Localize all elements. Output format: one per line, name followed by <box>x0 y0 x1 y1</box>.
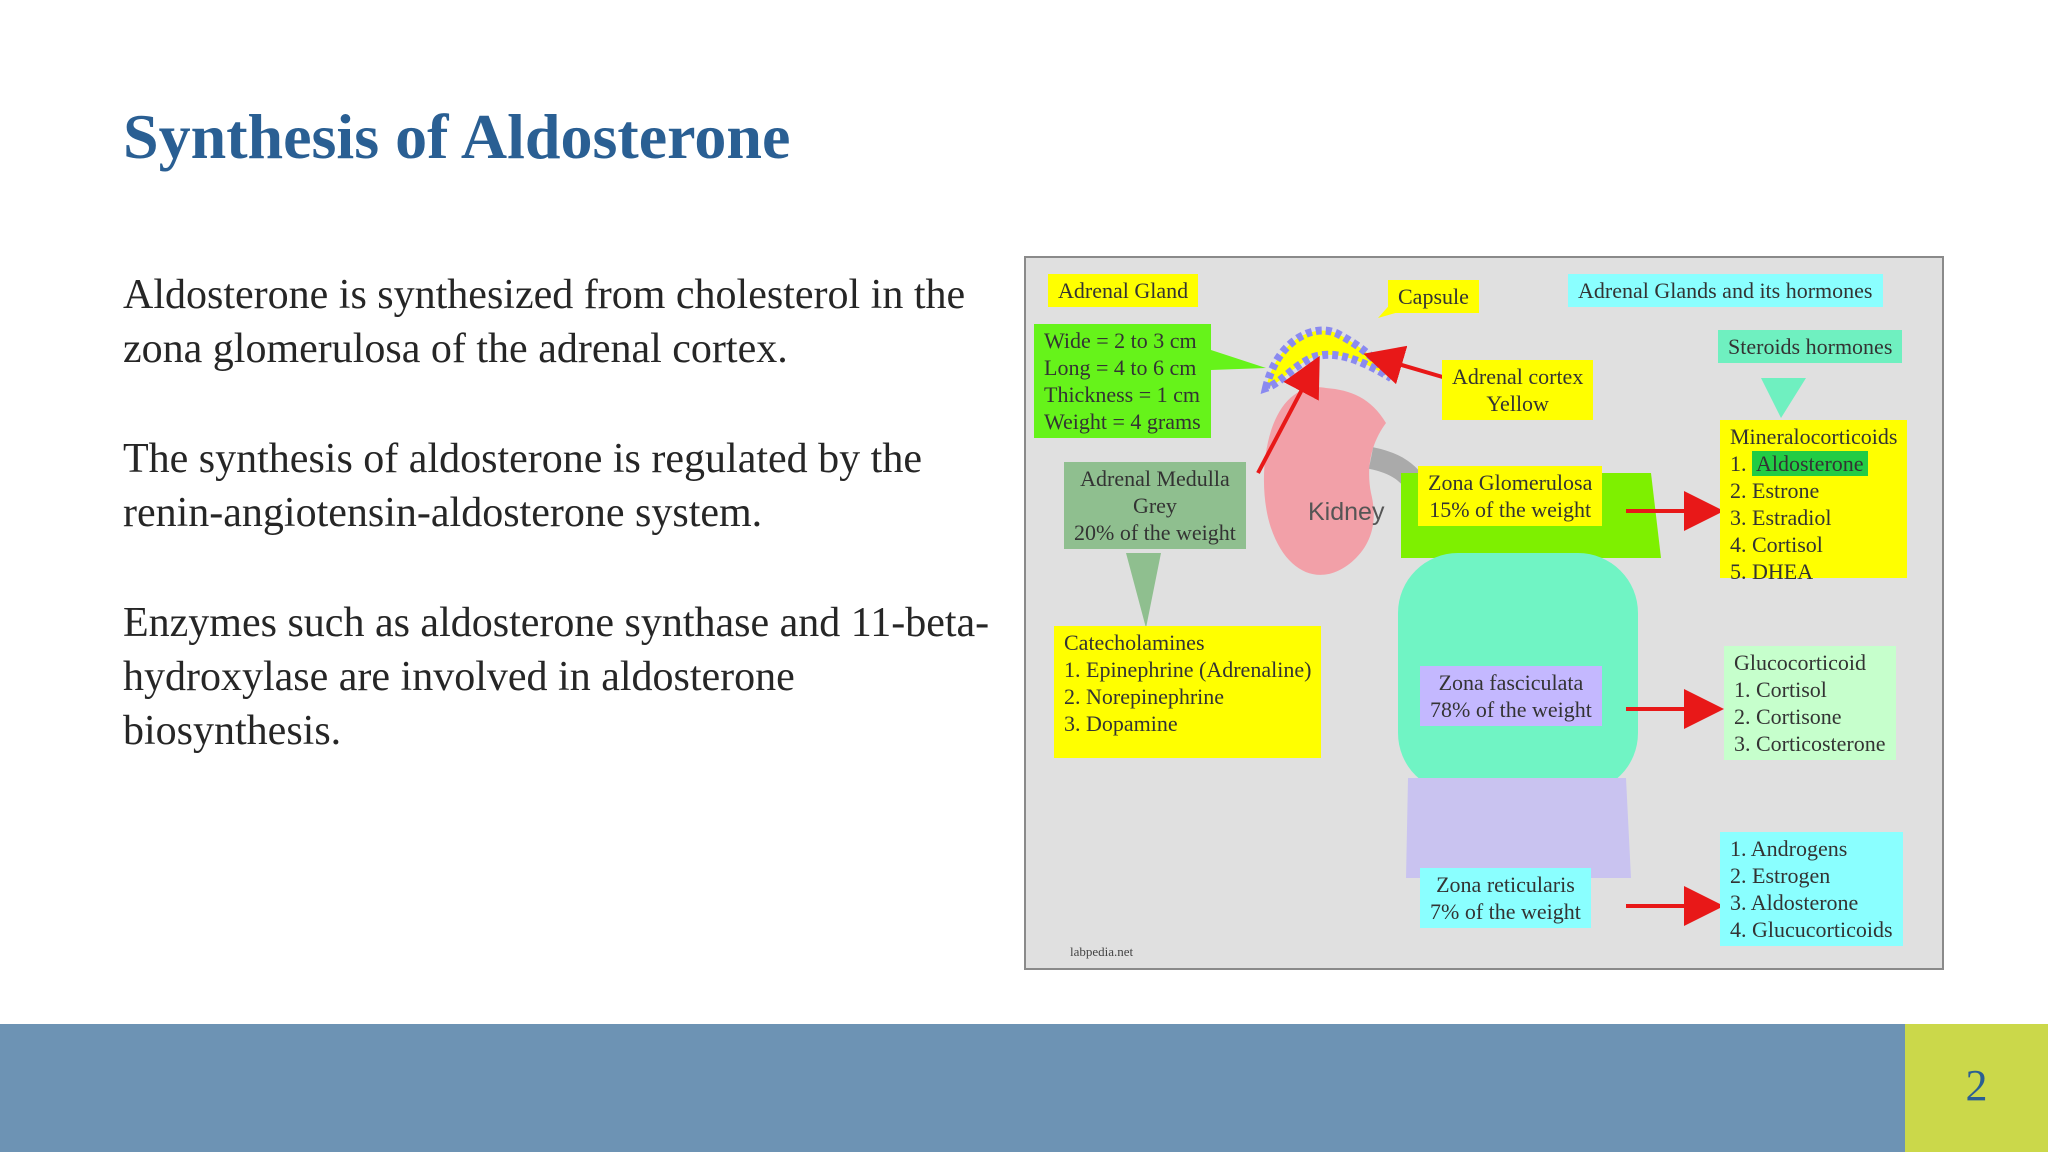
slide-body: Aldosterone is synthesized from choleste… <box>123 268 1003 814</box>
paragraph-enzymes: Enzymes such as aldosterone synthase and… <box>123 600 990 754</box>
label-adrenal-cortex: Adrenal cortex Yellow <box>1442 360 1594 420</box>
label-capsule: Capsule <box>1388 280 1479 313</box>
arrow-to-adrenal <box>1363 345 1447 385</box>
paragraph-regulation: The synthesis of aldosterone is regulate… <box>123 436 922 536</box>
diagram-credit: labpedia.net <box>1070 944 1134 959</box>
label-adrenal-medulla: Adrenal Medulla Grey 20% of the weight <box>1064 462 1246 549</box>
adrenal-gland-diagram: Adrenal Gland Capsule Adrenal Glands and… <box>1024 256 1944 970</box>
page-number: 2 <box>1965 1061 1988 1110</box>
footer-bar <box>0 1024 1905 1152</box>
label-dimensions: Wide = 2 to 3 cm Long = 4 to 6 cm Thickn… <box>1034 324 1211 438</box>
paragraph-synthesis: Aldosterone is synthesized from choleste… <box>123 272 966 372</box>
label-catecholamines: Catecholamines 1. Epinephrine (Adrenalin… <box>1054 626 1322 758</box>
kidney-shape <box>1263 387 1386 575</box>
steroids-pointer <box>1761 378 1806 418</box>
arrow-to-medulla <box>1256 355 1320 474</box>
label-diagram-header: Adrenal Glands and its hormones <box>1568 274 1883 307</box>
label-glucocorticoid: Glucocorticoid 1. Cortisol 2. Cortisone … <box>1724 646 1896 760</box>
dimensions-pointer <box>1211 350 1266 370</box>
label-steroids: Steroids hormones <box>1718 330 1903 363</box>
label-zona-glomerulosa: Zona Glomerulosa 15% of the weight <box>1418 466 1603 526</box>
aldosterone-highlight: Aldosterone <box>1752 451 1868 476</box>
label-androgens: 1. Androgens 2. Estrogen 3. Aldosterone … <box>1720 832 1903 946</box>
label-mineralocorticoids: Mineralocorticoids 1. Aldosterone 2. Est… <box>1720 420 1908 584</box>
medulla-pointer <box>1126 553 1161 628</box>
adrenal-gland-shape <box>1260 326 1395 395</box>
footer-accent: 2 <box>1905 1024 2048 1152</box>
label-kidney: Kidney <box>1308 498 1385 526</box>
label-zona-reticularis: Zona reticularis 7% of the weight <box>1420 868 1591 928</box>
zona-reticularis-shape <box>1406 778 1631 878</box>
label-zona-fasciculata: Zona fasciculata 78% of the weight <box>1420 666 1602 726</box>
label-adrenal-gland: Adrenal Gland <box>1048 274 1199 307</box>
slide-title: Synthesis of Aldosterone <box>123 101 791 172</box>
